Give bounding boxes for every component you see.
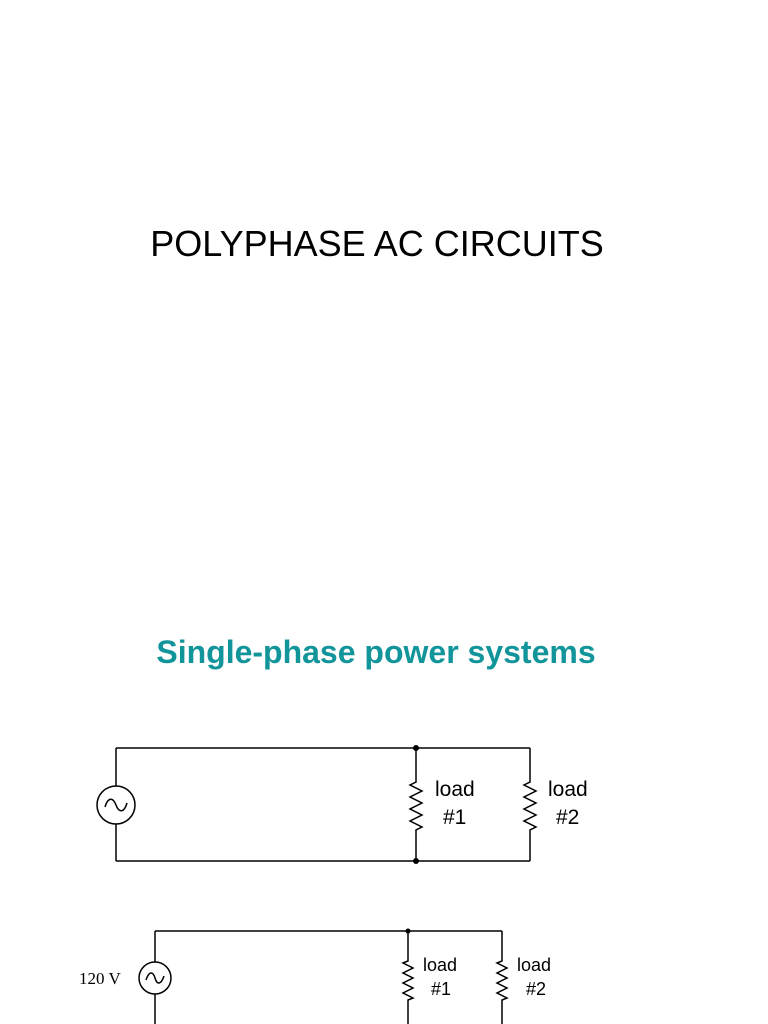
slide-title: POLYPHASE AC CIRCUITS [150,223,604,264]
junction-dot [413,858,419,864]
ac-source-symbol [138,961,172,995]
load1-label: load [423,955,457,975]
ac-source-symbol [96,785,136,825]
source-voltage-label: 120 V [79,969,121,988]
load2-resistor [522,748,538,861]
section-heading: Single-phase power systems [156,634,596,670]
load1-label: load [435,778,475,801]
sine-wave-icon [145,972,165,984]
load1-resistor [408,748,424,861]
load2-label: load [517,955,551,975]
load1-number: #1 [443,806,466,829]
load2-number: #2 [556,806,579,829]
load2-resistor [495,931,509,1024]
sine-wave-icon [104,798,128,812]
load2-label: load [548,778,588,801]
junction-dot [405,928,411,934]
load2-number: #2 [526,979,546,999]
load1-resistor [401,931,415,1024]
load1-number: #1 [431,979,451,999]
junction-dot [413,745,419,751]
